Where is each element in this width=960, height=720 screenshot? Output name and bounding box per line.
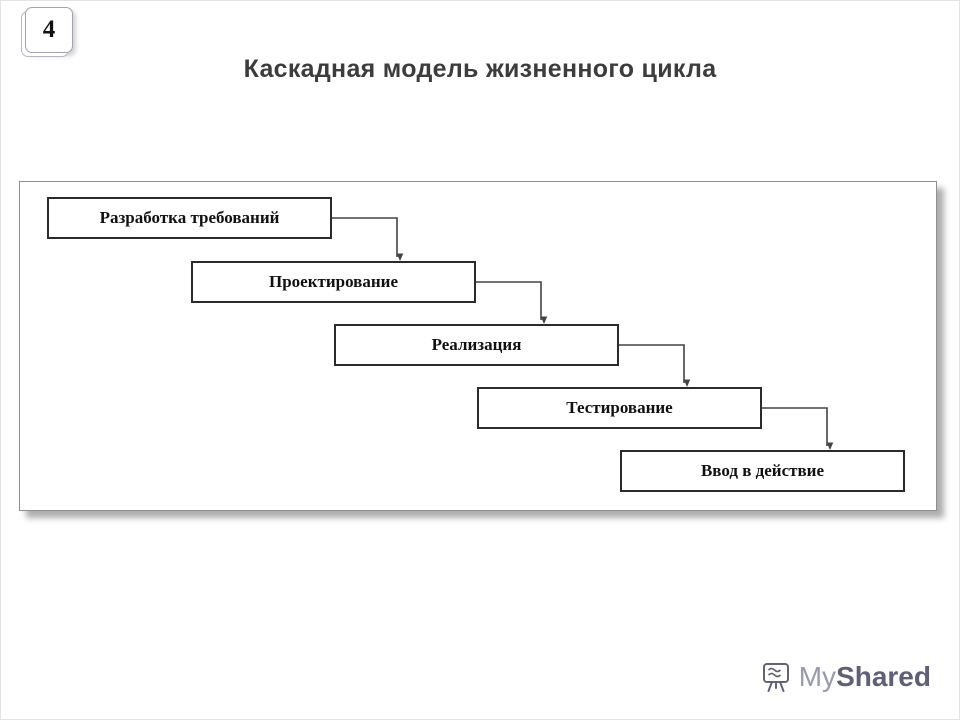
presentation-easel-icon — [762, 663, 789, 692]
slide-number-badge: 4 — [25, 7, 73, 53]
logo-text-my: My — [798, 661, 837, 692]
waterfall-diagram: Разработка требований Проектирование Реа… — [19, 181, 937, 511]
logo-text-shared: Shared — [836, 661, 931, 692]
flow-box-testing: Тестирование — [477, 387, 762, 429]
slide-number: 4 — [42, 16, 56, 43]
connector-arrow — [762, 407, 827, 446]
flow-box-design: Проектирование — [191, 261, 476, 303]
logo-text: MyShared — [799, 663, 931, 691]
flow-box-requirements: Разработка требований — [47, 197, 332, 239]
connector-arrow — [476, 281, 541, 320]
myshared-logo: MyShared — [762, 661, 931, 693]
flow-box-deployment: Ввод в действие — [620, 450, 905, 492]
connector-arrow — [332, 217, 397, 257]
page-title: Каскадная модель жизненного цикла — [243, 55, 717, 83]
connector-arrow — [619, 344, 684, 383]
flow-box-implementation: Реализация — [334, 324, 619, 366]
